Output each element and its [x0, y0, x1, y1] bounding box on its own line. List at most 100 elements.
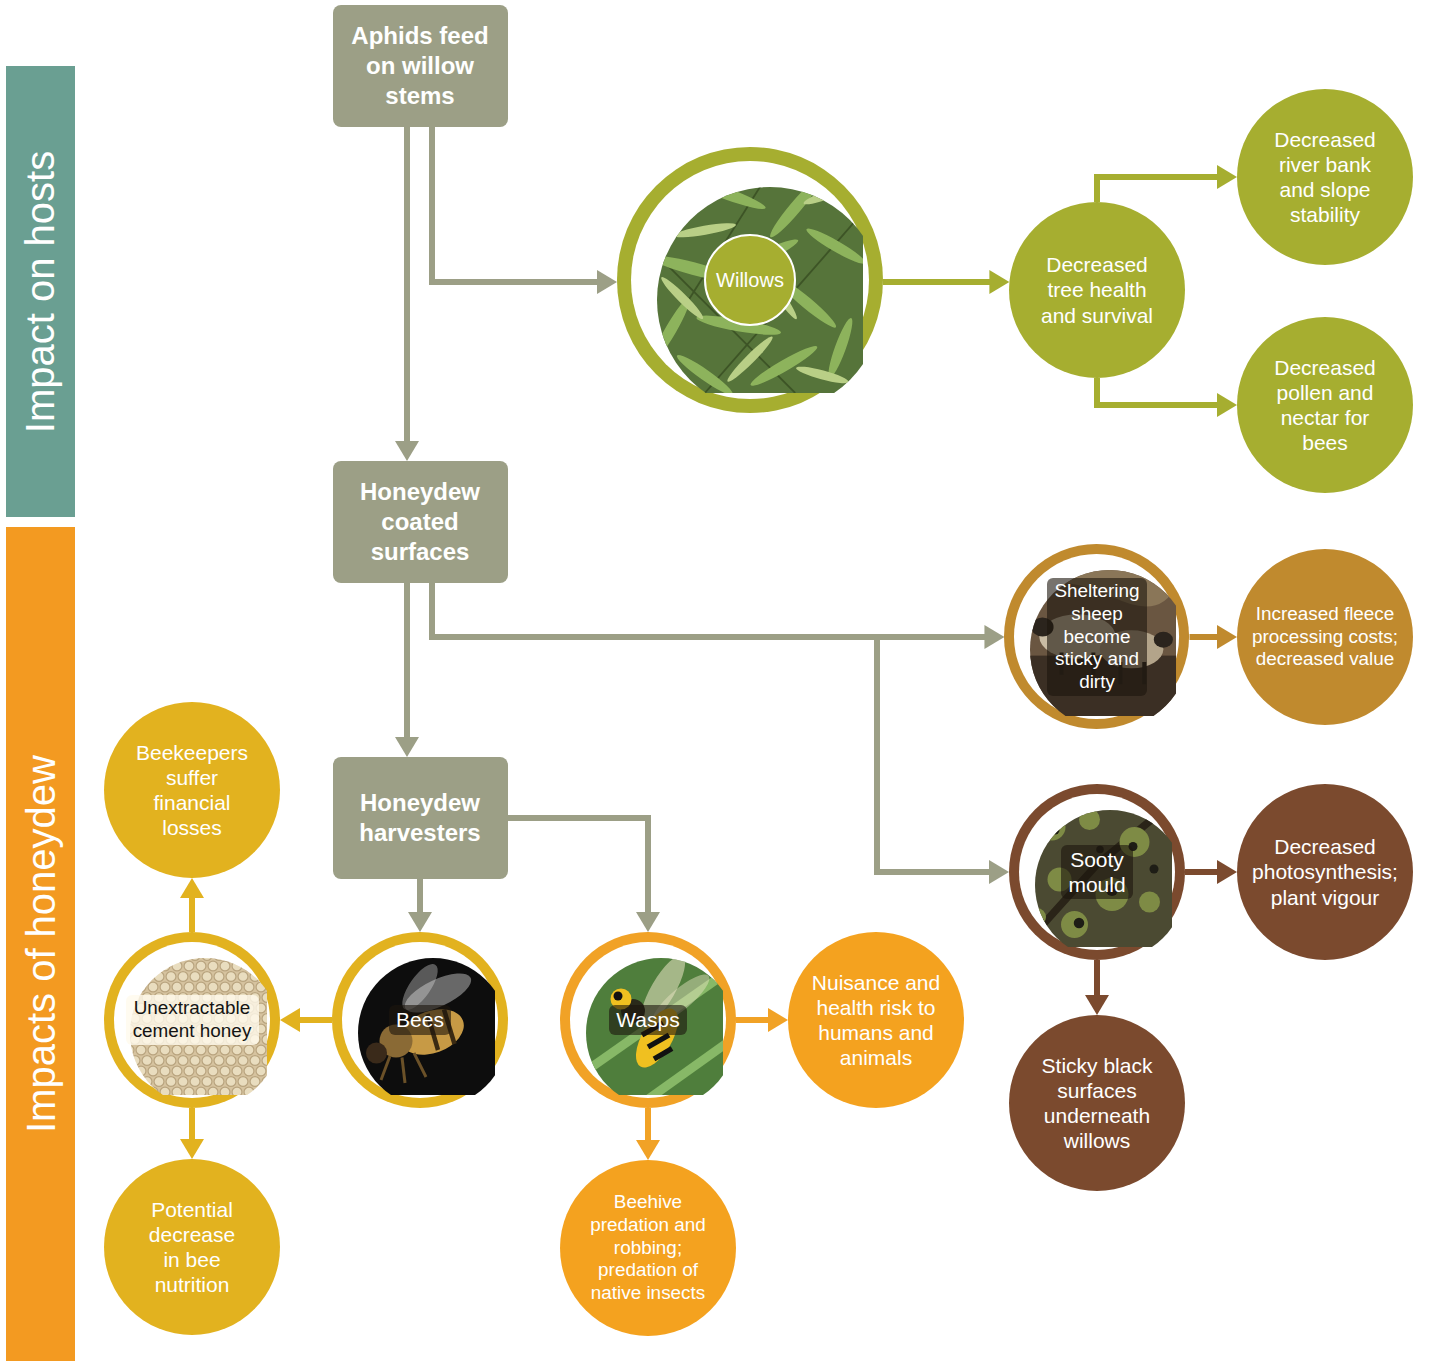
arrow-head: [180, 1139, 204, 1159]
circle-shape: [1009, 1015, 1185, 1191]
node-label: Willows: [715, 268, 785, 292]
photo-circle: Willows: [617, 147, 883, 413]
arrow-head: [1085, 995, 1109, 1015]
circle-fill: [104, 1159, 280, 1335]
band-tab: Impacts of honeydew: [6, 527, 75, 1361]
node-label: Nuisance and health risk to humans and a…: [811, 970, 942, 1071]
circle-fill: [560, 1160, 736, 1336]
circle-gap: [342, 942, 498, 1098]
label-group: Decreased pollen and nectar for bees: [1273, 355, 1377, 456]
impact-circle: Decreased pollen and nectar for bees: [1237, 317, 1413, 493]
circle-ring: [1009, 784, 1185, 960]
circle-gap: [1014, 554, 1179, 719]
photo-circle: Bees: [332, 932, 508, 1108]
connector-line: [1190, 634, 1219, 640]
circle-fill: [1237, 317, 1413, 493]
photo-image: [558, 930, 738, 1110]
arrow-head: [408, 912, 432, 932]
circle-fill: [104, 702, 280, 878]
node-label: Aphids feed on willow stems: [350, 21, 490, 111]
circle-fill: [1009, 202, 1185, 378]
impact-circle: Sticky black surfaces underneath willows: [1009, 1015, 1185, 1191]
connector-line: [417, 879, 423, 914]
arrow-head: [989, 270, 1009, 294]
node-label: Impacts of honeydew: [19, 755, 63, 1133]
arrow-head: [180, 878, 204, 898]
circle-ring: [1004, 544, 1189, 729]
band-tab: Impact on hosts: [6, 66, 75, 517]
circle-gap: [631, 161, 869, 399]
label-group: Honeydew harvesters: [358, 788, 482, 848]
label-group: Increased fleece processing costs; decre…: [1251, 603, 1399, 671]
photo-image: [1022, 797, 1172, 947]
arrow-head: [1217, 165, 1237, 189]
node-label: Honeydew coated surfaces: [359, 477, 482, 567]
connector-line: [1097, 177, 1219, 202]
node-label: Decreased tree health and survival: [1040, 252, 1155, 328]
label-group: Sheltering sheep become sticky and dirty: [1047, 578, 1147, 695]
label-group: Unextractable cement honey: [126, 995, 259, 1044]
node-label: Decreased photosynthesis; plant vigour: [1251, 834, 1399, 910]
connector: [408, 879, 432, 932]
connector-line: [1185, 869, 1219, 875]
connector: [395, 127, 419, 461]
impact-circle: Decreased tree health and survival: [1009, 202, 1185, 378]
circle-shape: [1237, 89, 1413, 265]
label-group: Impact on hosts: [19, 150, 63, 432]
connector: [1185, 860, 1237, 884]
circle-fill: [788, 932, 964, 1108]
process-box: Honeydew coated surfaces: [333, 461, 508, 583]
circle-fill: [1237, 89, 1413, 265]
node-label: Potential decrease in bee nutrition: [148, 1197, 237, 1298]
arrow-head: [636, 1140, 660, 1160]
connector: [1085, 960, 1109, 1015]
connector: [432, 583, 1009, 884]
circle-fill: [1237, 549, 1413, 725]
connector-line: [432, 583, 991, 872]
connector-line: [508, 818, 649, 914]
label-group: Decreased river bank and slope stability: [1273, 127, 1377, 228]
connector: [180, 1108, 204, 1159]
label-group: Honeydew coated surfaces: [359, 477, 482, 567]
connector-line: [189, 896, 195, 932]
label-group: Beehive predation and robbing; predation…: [590, 1191, 707, 1304]
connector: [395, 583, 419, 757]
connector-line: [645, 1108, 651, 1142]
label-group: Bees: [389, 1005, 451, 1034]
circle-shape: [1237, 317, 1413, 493]
circle-ring: [617, 147, 883, 413]
photo-image: [345, 945, 495, 1095]
node-label: Beehive predation and robbing; predation…: [590, 1191, 707, 1304]
circle-ring: [332, 932, 508, 1108]
connector: [883, 270, 1009, 294]
circle-fill: [1237, 784, 1413, 960]
circle-ring: [104, 932, 280, 1108]
circle-shape: [788, 932, 964, 1108]
photo-image: [117, 945, 267, 1095]
connector: [1097, 378, 1237, 417]
arrow-head: [984, 625, 1004, 649]
connector-line: [432, 583, 986, 637]
connector-line: [189, 1108, 195, 1141]
connector-line: [404, 583, 410, 739]
label-group: Potential decrease in bee nutrition: [148, 1197, 237, 1298]
photo-image: [1017, 557, 1176, 716]
circle-shape: [104, 702, 280, 878]
node-label: Bees: [395, 1007, 445, 1032]
arrow-head: [768, 1008, 788, 1032]
arrow-head: [395, 441, 419, 461]
label-group: Nuisance and health risk to humans and a…: [811, 970, 942, 1071]
process-box: Aphids feed on willow stems: [333, 5, 508, 127]
arrow-head: [1217, 393, 1237, 417]
process-box: Honeydew harvesters: [333, 757, 508, 879]
label-group: Impacts of honeydew: [19, 755, 63, 1133]
connector: [1097, 165, 1237, 202]
arrow-head: [989, 860, 1009, 884]
photo-circle: Sooty mould: [1009, 784, 1185, 960]
label-group: Sooty mould: [1061, 845, 1133, 899]
node-label: Decreased pollen and nectar for bees: [1273, 355, 1377, 456]
impact-circle: Beehive predation and robbing; predation…: [560, 1160, 736, 1336]
connector-line: [1094, 960, 1100, 997]
arrow-head: [395, 737, 419, 757]
impact-circle: Decreased photosynthesis; plant vigour: [1237, 784, 1413, 960]
